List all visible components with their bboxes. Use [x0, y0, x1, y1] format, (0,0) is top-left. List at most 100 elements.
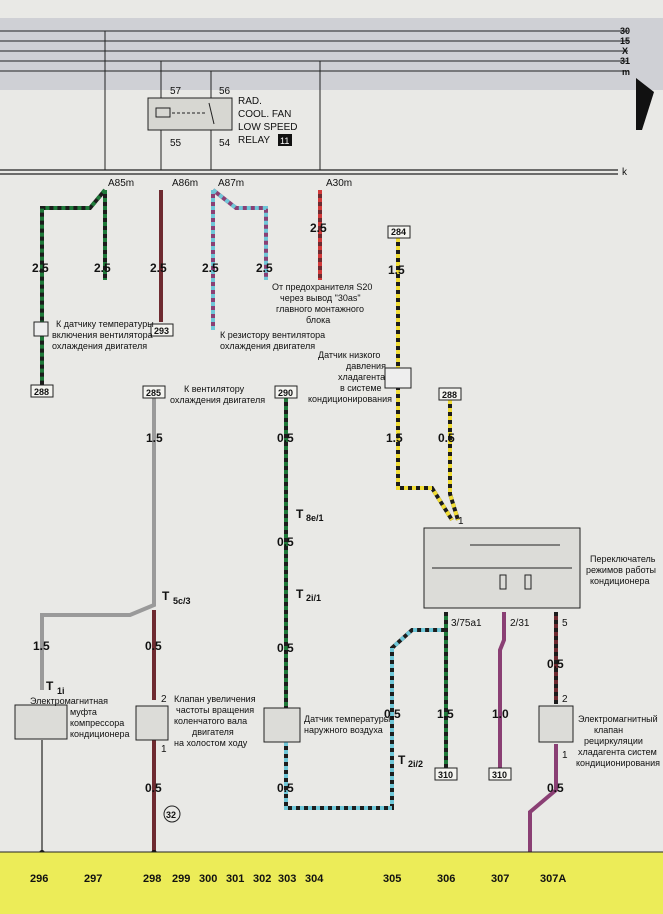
wire-size-w10: 0.5 [277, 535, 294, 549]
wire-recirc-bottom [528, 744, 558, 852]
column-297: 297 [84, 873, 102, 885]
ref-284: 284 [391, 227, 406, 237]
connector-a30m: A30m [326, 178, 352, 189]
column-301: 301 [226, 873, 244, 885]
wire-size-w14: 0.5 [145, 639, 162, 653]
desc-temp-sensor-3: охлаждения двигателя [52, 341, 147, 351]
terminal-t-8e1: T [296, 507, 304, 521]
desc-recirc-4: хладагента систем [578, 747, 657, 757]
terminal-5c3: 5c/3 [173, 596, 191, 606]
desc-recirc-5: кондиционирования [576, 758, 660, 768]
low-pressure-sensor-icon [384, 367, 412, 389]
terminal-t-1i: T [46, 679, 54, 693]
desc-fan-1: К вентилятору [184, 384, 245, 394]
ref-310b: 310 [492, 770, 507, 780]
pin-switch-1: 1 [458, 516, 464, 527]
pin-5: 5 [562, 618, 568, 629]
ref-310a: 310 [438, 770, 453, 780]
ref-box-310a [434, 767, 458, 781]
terminal-t-2i1: T [296, 587, 304, 601]
desc-ambient-2: наружного воздуха [304, 725, 383, 735]
wire-size-w15: 0.5 [145, 781, 162, 795]
terminal-t-5c3: T [162, 589, 170, 603]
column-307: 307 [491, 873, 509, 885]
desc-idle-valve-3: коленчатого вала [174, 716, 247, 726]
pin-valve-2: 2 [161, 694, 167, 705]
desc-fan-2: охлаждения двигателя [170, 395, 265, 405]
relay-pin-55: 55 [170, 138, 182, 149]
ref-32: 32 [166, 810, 176, 820]
column-302: 302 [253, 873, 271, 885]
ref-290: 290 [278, 388, 293, 398]
desc-recirc-1: Электромагнитный [578, 714, 658, 724]
desc-recirc-3: рециркуляции [584, 736, 643, 746]
wire-size-w2: 2.5 [94, 261, 111, 275]
connector-a87m: A87m [218, 178, 244, 189]
desc-temp-sensor-2: включения вентилятора [52, 330, 153, 340]
wire-a87m-right [211, 188, 268, 280]
desc-mode-switch-3: кондиционера [590, 576, 649, 586]
wire-size-w17: 0.5 [384, 707, 401, 721]
column-296: 296 [30, 873, 48, 885]
wire-size-w20: 0.5 [547, 657, 564, 671]
column-band [0, 852, 663, 914]
mode-switch-internals [432, 544, 572, 590]
wire-size-w19: 1.0 [492, 707, 509, 721]
k-label: k [622, 167, 628, 178]
column-299: 299 [172, 873, 190, 885]
column-304: 304 [305, 873, 324, 885]
column-305: 305 [383, 873, 401, 885]
ref-293: 293 [154, 326, 169, 336]
ref-box-285 [142, 385, 166, 399]
bus-band [0, 18, 663, 90]
desc-low-pressure-3: хладагента [338, 372, 385, 382]
ref-box-290 [274, 385, 298, 399]
desc-temp-sensor-1: К датчику температуры [56, 319, 154, 329]
relay-pin-57: 57 [170, 86, 182, 97]
relay-name-2: COOL. FAN [238, 109, 291, 120]
desc-resistor-1: К резистору вентилятора [220, 330, 325, 340]
desc-mode-switch-1: Переключатель [590, 554, 656, 564]
desc-recirc-2: клапан [594, 725, 623, 735]
terminal-t-2i2: T [398, 753, 406, 767]
desc-low-pressure-5: кондиционирования [308, 394, 392, 404]
desc-low-pressure-1: Датчик низкого [318, 350, 380, 360]
pin-valve-1: 1 [161, 744, 167, 755]
wire-size-w18: 1.5 [437, 707, 454, 721]
bus-label-m: m [622, 67, 630, 77]
ref-box-288b [438, 387, 462, 401]
wire-size-w22: 0.5 [547, 781, 564, 795]
wire-a85m-left [40, 188, 107, 385]
recirc-valve-icon [538, 705, 574, 743]
relay-box [147, 97, 233, 131]
desc-fuse-4: блока [306, 315, 330, 325]
wire-size-w8: 1.5 [146, 431, 163, 445]
desc-idle-valve-2: частоты вращения [176, 705, 254, 715]
terminal-1i: 1i [57, 686, 65, 696]
wire-size-w16: 0.5 [277, 781, 294, 795]
wire-switch-307 [498, 612, 506, 768]
desc-clutch-2: муфта [70, 707, 97, 717]
wire-size-w6: 2.5 [310, 221, 327, 235]
wire-size-w11: 0.5 [277, 641, 294, 655]
wire-size-w7: 1.5 [388, 263, 405, 277]
bus-label-x: X [622, 46, 628, 56]
ref-box-310b [488, 767, 512, 781]
column-306: 306 [437, 873, 455, 885]
desc-clutch-3: компрессора [70, 718, 124, 728]
temp-sensor-fan-icon [33, 321, 49, 337]
desc-resistor-2: охлаждения двигателя [220, 341, 315, 351]
desc-ambient-1: Датчик температуры [304, 714, 390, 724]
relay-pin-56: 56 [219, 86, 231, 97]
desc-clutch-4: кондиционера [70, 729, 129, 739]
column-298: 298 [143, 873, 161, 885]
pin-recirc-1: 1 [562, 750, 568, 761]
relay-name-4: RELAY [238, 135, 270, 146]
column-307a: 307A [540, 873, 566, 885]
pin-2-31: 2/31 [510, 618, 530, 629]
clutch-icon [14, 704, 68, 740]
continuation-arrow-icon [636, 78, 654, 130]
bus-label-15: 15 [620, 36, 630, 46]
idle-valve-icon [135, 705, 169, 741]
terminal-8e1: 8e/1 [306, 513, 324, 523]
